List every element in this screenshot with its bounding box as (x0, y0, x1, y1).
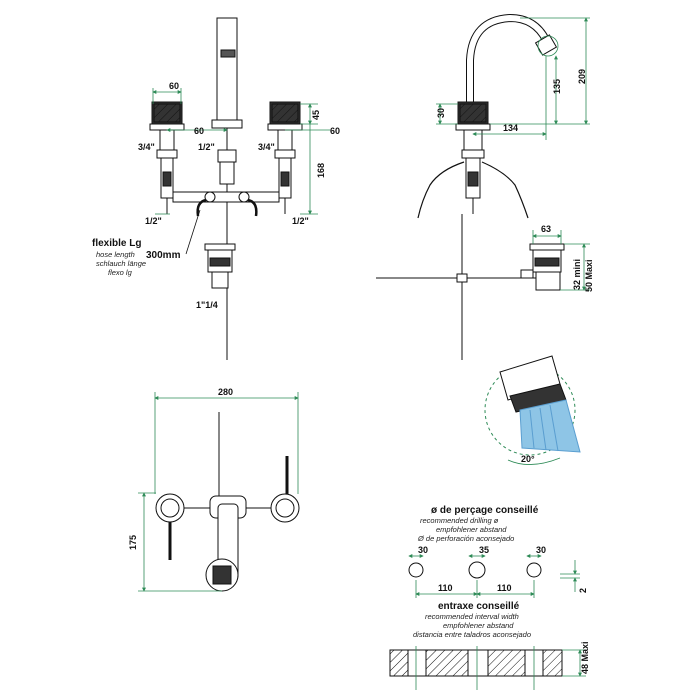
dim-50-maxi: 50 Maxi (584, 259, 594, 292)
dim-2: 2 (578, 588, 588, 593)
dim-30-a: 30 (418, 545, 428, 555)
dim-110-b: 110 (497, 583, 512, 593)
drilling-es: Ø de perforación aconsejado (417, 534, 514, 543)
dim-175: 175 (128, 535, 138, 550)
interval-en: recommended interval width (425, 612, 519, 621)
hose-leader (185, 209, 201, 255)
dim-30-side: 30 (436, 108, 446, 118)
side-view-dimension-lines (436, 17, 590, 291)
front-view (149, 17, 303, 360)
drilling-en: recommended drilling ø (420, 516, 499, 525)
dim-280: 280 (218, 387, 233, 397)
dim-63: 63 (541, 224, 551, 234)
drilling-title: ø de perçage conseillé (431, 505, 539, 516)
dim-60-mid: 60 (194, 126, 204, 136)
hose-title: flexible Lg (92, 238, 141, 249)
interval-de: empfohlener abstand (443, 621, 514, 630)
drilling-de: empfohlener abstand (436, 525, 507, 534)
hose-es: flexo lg (108, 268, 133, 277)
dim-1-2-left-low: 1/2" (145, 216, 162, 226)
dim-32-mini: 32 mini (572, 259, 582, 290)
spray-detail (484, 355, 581, 465)
dim-135: 135 (552, 79, 562, 94)
dim-3-4-right: 3/4" (258, 142, 275, 152)
interval-es: distancia entre taladros aconsejado (413, 630, 531, 639)
dim-134: 134 (503, 123, 518, 133)
countertop-dimension-lines (415, 646, 586, 690)
dim-30-b: 30 (536, 545, 546, 555)
hose-de: schlauch länge (96, 259, 146, 268)
front-view-dimension-lines (152, 88, 330, 215)
hose-en: hose length (96, 250, 135, 259)
interval-title: entraxe conseillé (438, 601, 520, 612)
drill-holes (408, 561, 542, 579)
dim-300mm: 300mm (146, 250, 181, 261)
dim-1-2-center: 1/2" (198, 142, 215, 152)
dim-168: 168 (316, 163, 326, 178)
dim-60-right: 60 (330, 126, 340, 136)
countertop-section (389, 649, 563, 677)
dim-48-maxi: 48 Maxi (580, 641, 590, 674)
dim-1-2-right-low: 1/2" (292, 216, 309, 226)
top-view (155, 412, 300, 592)
dim-60-top: 60 (169, 81, 179, 91)
side-view (376, 13, 565, 360)
dim-1-1-4: 1"1/4 (196, 300, 218, 310)
dim-20-degrees: 20° (521, 454, 535, 464)
dim-3-4-left: 3/4" (138, 142, 155, 152)
top-view-dimension-lines (138, 392, 299, 592)
drilling-dimension-lines (408, 554, 580, 598)
dim-45: 45 (311, 110, 321, 120)
dim-110-a: 110 (438, 583, 453, 593)
dim-35: 35 (479, 545, 489, 555)
dim-209: 209 (577, 69, 587, 84)
